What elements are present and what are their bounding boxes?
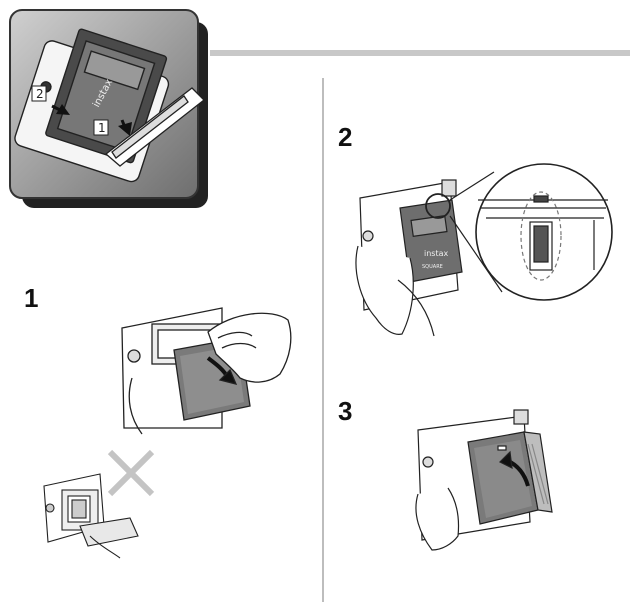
wrong-example xyxy=(40,456,170,566)
callout-2: 2 xyxy=(36,87,44,101)
step-3-arrow-icon xyxy=(498,450,513,470)
step-3-illustration xyxy=(412,404,562,554)
header-rule xyxy=(210,50,630,56)
step-2-illustration: instax SQUARE xyxy=(354,160,630,350)
film-sub-label: SQUARE xyxy=(422,264,443,270)
x-mark-icon xyxy=(106,448,156,498)
step-1-illustration xyxy=(112,298,302,438)
step-2-number: 2 xyxy=(338,122,353,152)
step-1-number: 1 xyxy=(24,283,39,313)
film-brand-label-2: instax xyxy=(424,249,449,258)
column-divider xyxy=(322,78,324,602)
arrow-icon xyxy=(56,104,70,115)
callout-1: 1 xyxy=(98,121,106,135)
step-1-arrow-icon xyxy=(218,368,238,385)
step-3-number: 3 xyxy=(338,396,353,426)
header-thumbnail: instax 2 1 xyxy=(8,8,210,210)
